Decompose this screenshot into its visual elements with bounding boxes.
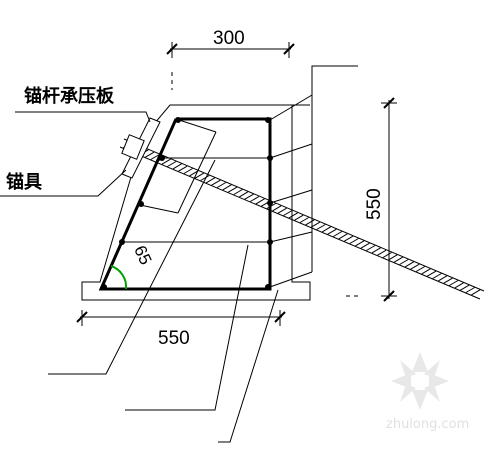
rod-hatch-line bbox=[227, 186, 238, 193]
rod-hatch-line bbox=[432, 273, 442, 279]
rod-hatch-line bbox=[266, 203, 276, 209]
watermark-text: zhulong.com bbox=[386, 417, 469, 432]
rod-hatch-line bbox=[233, 189, 243, 195]
rod-hatch-line bbox=[183, 168, 193, 174]
rod-hatch-line bbox=[454, 282, 464, 289]
anchorage-label: 锚具 bbox=[6, 171, 42, 193]
rod-hatch-line bbox=[167, 161, 177, 167]
dimension-right-label: 550 bbox=[364, 188, 385, 220]
rod-hatch-line bbox=[178, 165, 188, 172]
dimension-bottom-label: 550 bbox=[158, 328, 190, 349]
rod-hatch-line bbox=[261, 200, 271, 207]
rod-hatch-line bbox=[172, 163, 182, 170]
rod-hatch-line bbox=[327, 228, 337, 235]
rod-hatch-line bbox=[460, 284, 470, 291]
right-leaders bbox=[269, 65, 358, 288]
watermark: zhulong.com bbox=[386, 352, 469, 432]
rod-hatch-line bbox=[388, 254, 398, 261]
rod-hatch-line bbox=[449, 280, 459, 286]
rod-hatch-line bbox=[465, 287, 475, 293]
rod-hatch-line bbox=[150, 154, 160, 160]
rod-hatch-line bbox=[222, 184, 232, 191]
rod-hatch-line bbox=[421, 268, 431, 275]
rod-hatch-line bbox=[145, 151, 155, 158]
rod-hatch-line bbox=[294, 214, 304, 221]
rod-hatch-line bbox=[366, 245, 376, 251]
rod-hatch-line bbox=[471, 289, 481, 296]
rod-hatch-line bbox=[344, 235, 354, 242]
rod-hatch-line bbox=[382, 252, 392, 258]
rod-hatch-line bbox=[216, 182, 227, 188]
rod-hatch-line bbox=[239, 191, 249, 198]
rod-hatch-line bbox=[410, 263, 420, 270]
rod-hatch-line bbox=[283, 210, 293, 216]
rod-hatch-line bbox=[360, 242, 370, 249]
rod-hatch-line bbox=[288, 212, 298, 219]
label-leaders bbox=[0, 111, 151, 197]
rod-hatch-line bbox=[250, 196, 260, 202]
anchor-bearing-plate-label: 锚杆承压板 bbox=[24, 85, 115, 107]
rod-hatch-line bbox=[211, 179, 221, 186]
angle-arc bbox=[110, 265, 128, 290]
rod-hatch-line bbox=[399, 259, 409, 265]
rod-hatch-line bbox=[272, 205, 282, 212]
rod-hatch-line bbox=[333, 231, 343, 237]
rod-hatch-line bbox=[443, 277, 453, 284]
dimension-bottom bbox=[76, 310, 286, 326]
anchor-rod bbox=[119, 138, 485, 300]
dimension-top bbox=[166, 42, 295, 90]
bottom-leaders bbox=[48, 159, 279, 443]
rod-hatch-line bbox=[338, 233, 348, 240]
rod-hatch-line bbox=[305, 219, 315, 226]
rod-hatch-line bbox=[156, 156, 166, 163]
rod-hatch-line bbox=[371, 247, 381, 254]
rod-hatch-line bbox=[244, 193, 254, 200]
rod-hatch-line bbox=[377, 249, 387, 256]
bearing-plate bbox=[121, 117, 161, 179]
rod-hatch-line bbox=[205, 177, 216, 184]
rod-hatch-line bbox=[299, 217, 309, 223]
outer-block-outline bbox=[81, 104, 311, 301]
rod-hatch-line bbox=[438, 275, 448, 282]
rod-hatch-line bbox=[189, 170, 199, 177]
dimension-top-label: 300 bbox=[213, 28, 245, 49]
stirrup-lines bbox=[122, 118, 272, 243]
rod-hatch-line bbox=[404, 261, 414, 268]
rod-hatch-line bbox=[393, 256, 403, 263]
rod-hatch-line bbox=[321, 226, 332, 233]
rod-hatch-line bbox=[426, 270, 437, 277]
rod-hatch-line bbox=[310, 221, 321, 228]
rod-hatch-line bbox=[255, 198, 265, 205]
watermark-logo-icon bbox=[391, 352, 449, 410]
rod-hatch-line bbox=[355, 240, 365, 247]
angle-label: 65 bbox=[130, 243, 155, 268]
dimension-right bbox=[346, 97, 397, 302]
rod-hatch-line bbox=[200, 175, 210, 181]
rod-hatch-line bbox=[277, 207, 287, 214]
rod-hatch-line bbox=[316, 224, 326, 230]
rod-hatch-line bbox=[349, 238, 359, 244]
rod-hatch-line bbox=[161, 158, 171, 165]
rod-hatch-line bbox=[415, 266, 426, 272]
rod-hatch-line bbox=[194, 172, 204, 179]
